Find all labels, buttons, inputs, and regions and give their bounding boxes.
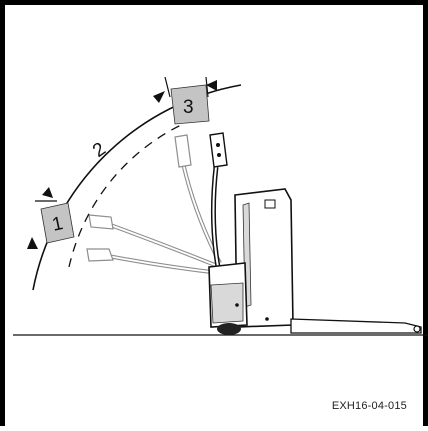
zone-boundary-2 bbox=[164, 76, 171, 98]
fork-icon bbox=[290, 318, 422, 334]
arrow-head-left-top bbox=[153, 91, 165, 103]
tiller-handle-icon bbox=[209, 132, 228, 268]
zone-boundary-3 bbox=[205, 76, 209, 98]
tiller-zones-diagram: 1 2 3 bbox=[13, 76, 428, 336]
arrow-head-mid-left bbox=[42, 187, 53, 198]
tiller-ghost-low bbox=[86, 248, 221, 275]
zone-label-3: 3 bbox=[183, 97, 194, 118]
tiller-ghost-mid bbox=[88, 214, 221, 269]
arrow-head-bottom bbox=[27, 237, 38, 249]
pallet-truck-icon bbox=[208, 188, 294, 328]
zone-label-2: 2 bbox=[89, 139, 110, 162]
zone-box-1: 1 bbox=[40, 202, 75, 244]
figure-id: EXH16-04-015 bbox=[331, 400, 407, 412]
arrow-head-right-top bbox=[206, 80, 217, 91]
zone-label-1: 1 bbox=[50, 213, 65, 236]
drive-wheel-icon bbox=[217, 323, 241, 335]
zone-box-3: 3 bbox=[170, 84, 210, 125]
